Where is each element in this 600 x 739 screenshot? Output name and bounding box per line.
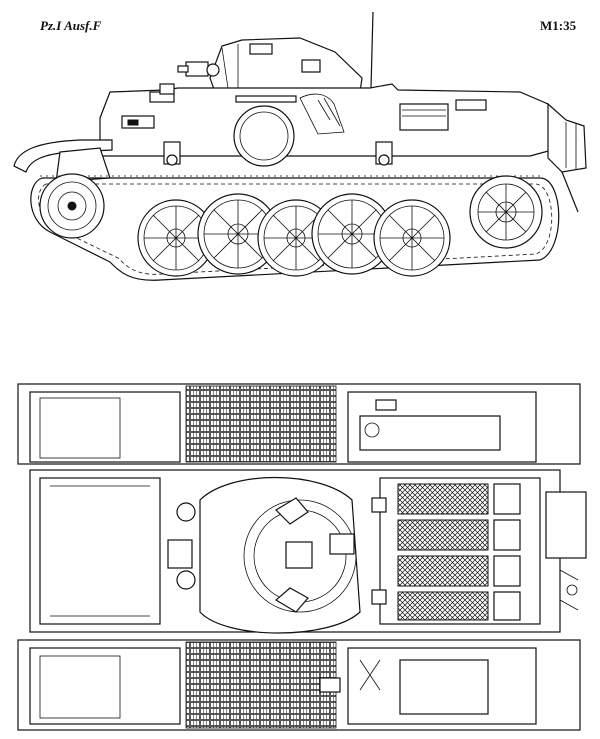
road-wheels bbox=[137, 193, 451, 277]
turret-roof bbox=[167, 476, 361, 634]
engine-grille-2 bbox=[397, 519, 489, 551]
engine-grille-1 bbox=[397, 483, 489, 515]
drive-sprocket bbox=[39, 173, 105, 239]
engine-deck bbox=[371, 477, 541, 625]
plan-view bbox=[17, 383, 587, 731]
suspension-brackets bbox=[163, 141, 393, 166]
antenna bbox=[370, 11, 374, 89]
drawing-title: Pz.I Ausf.F bbox=[40, 18, 102, 33]
front-fender bbox=[13, 139, 113, 173]
side-elevation bbox=[13, 11, 587, 281]
turret bbox=[209, 37, 363, 93]
engine-grille-3 bbox=[397, 555, 489, 587]
scale-label: M1:35 bbox=[540, 18, 577, 33]
side-hatch bbox=[233, 105, 295, 167]
idler-wheel bbox=[469, 175, 543, 249]
track-outline bbox=[30, 177, 560, 281]
engine-grille-4 bbox=[397, 591, 489, 621]
